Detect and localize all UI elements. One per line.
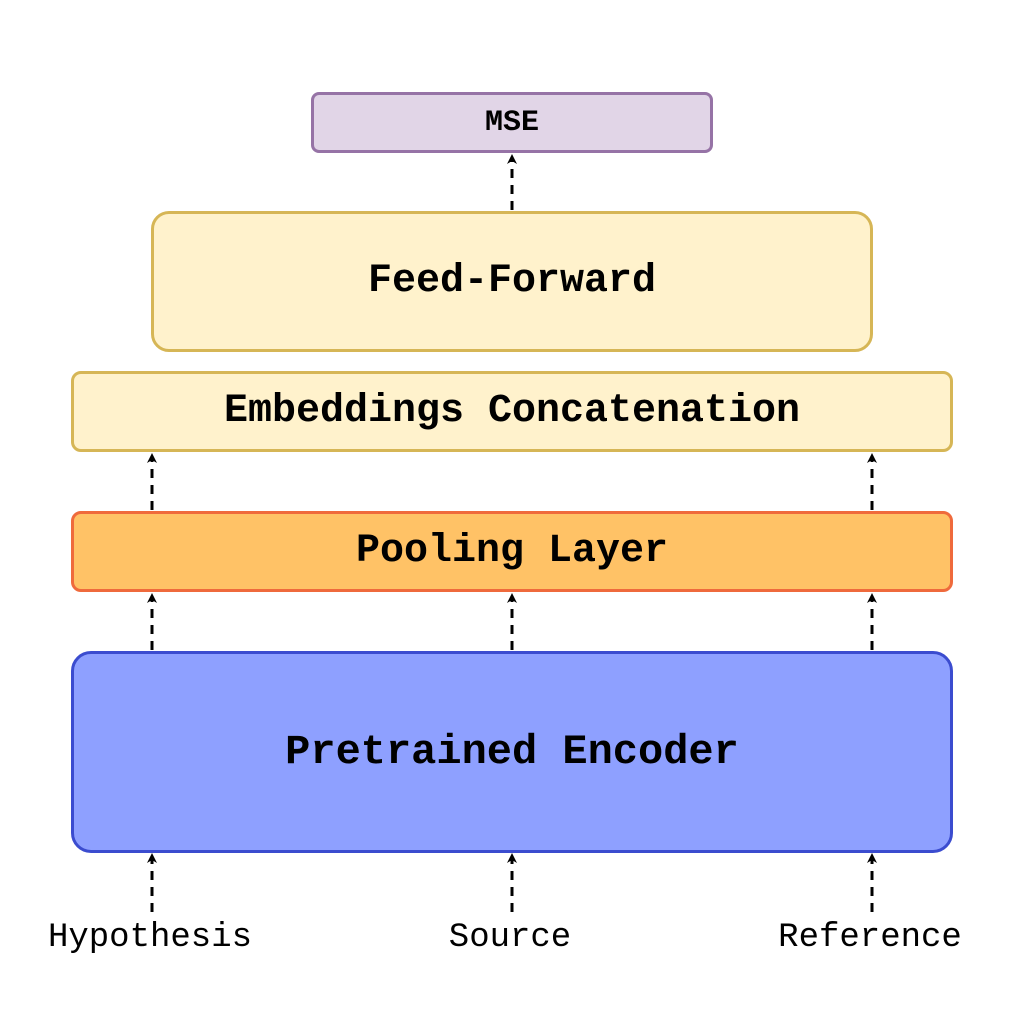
feed-forward-label: Feed-Forward [367, 259, 657, 304]
input-source-label: Source [448, 919, 572, 957]
embeddings-concatenation-label: Embeddings Concatenation [223, 389, 801, 434]
input-hypothesis-label: Hypothesis [47, 919, 253, 957]
pretrained-encoder-label: Pretrained Encoder [285, 728, 739, 776]
input-reference-label: Reference [778, 919, 962, 957]
mse-box: MSE [311, 92, 713, 153]
mse-label: MSE [484, 105, 539, 140]
pooling-layer-label: Pooling Layer [355, 529, 669, 574]
embeddings-concatenation-box: Embeddings Concatenation [71, 371, 953, 452]
feed-forward-box: Feed-Forward [151, 211, 873, 352]
pretrained-encoder-box: Pretrained Encoder [71, 651, 953, 853]
pooling-layer-box: Pooling Layer [71, 511, 953, 592]
